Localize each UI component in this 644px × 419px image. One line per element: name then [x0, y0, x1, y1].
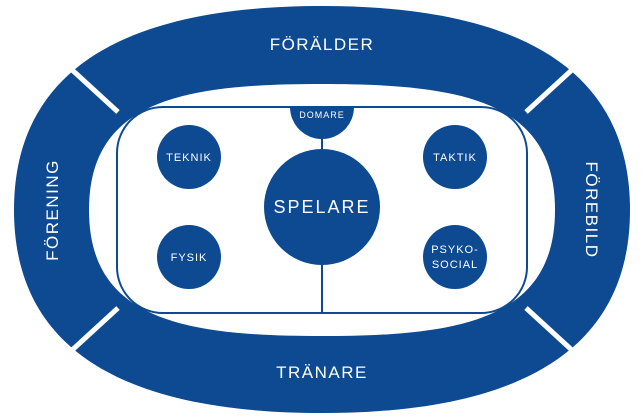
label-teknik: TEKNIK: [166, 152, 212, 164]
label-psyko: PSYKO-: [431, 244, 479, 256]
taktik-node: [423, 125, 487, 189]
label-forening: FÖRENING: [43, 159, 62, 261]
label-foralder: FÖRÄLDER: [270, 35, 375, 54]
separator-top-left: [68, 66, 120, 114]
psykosocial-node: [423, 225, 487, 289]
separator-top-right: [524, 66, 576, 114]
spelare-node: [264, 149, 380, 265]
label-forebild: FÖREBILD: [582, 161, 601, 258]
ring-separators: [68, 66, 576, 354]
label-social: SOCIAL: [432, 259, 478, 271]
separator-bottom-left: [68, 306, 120, 354]
separator-bottom-right: [524, 306, 576, 354]
fysik-node: [157, 225, 221, 289]
label-fysik: FYSIK: [171, 252, 208, 264]
label-spelare: SPELARE: [273, 197, 370, 217]
label-domare: DOMARE: [299, 110, 345, 120]
label-tranare: TRÄNARE: [276, 363, 368, 382]
teknik-node: [157, 125, 221, 189]
label-taktik: TAKTIK: [433, 152, 477, 164]
domare-node: [290, 107, 354, 139]
